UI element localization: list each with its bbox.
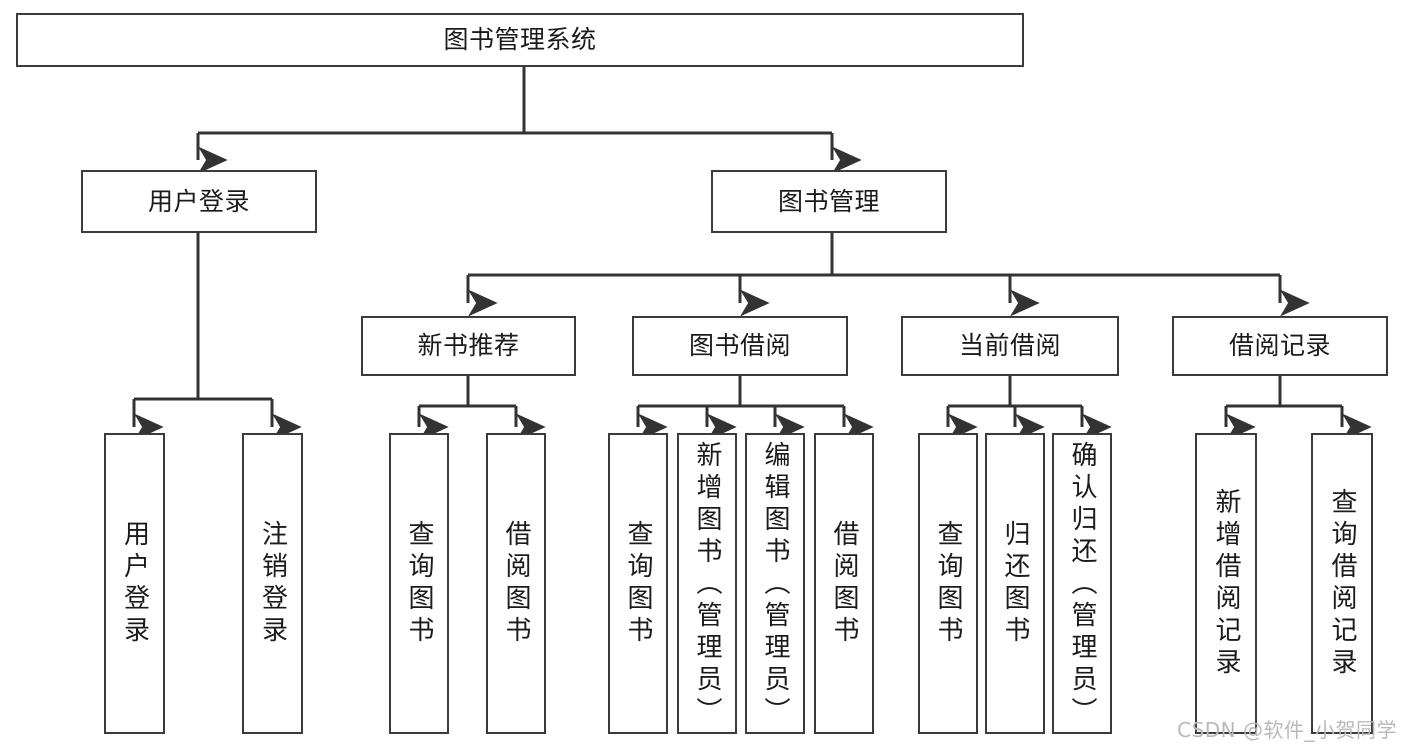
node-root[interactable]: 图书管理系统 — [16, 13, 1024, 67]
node-leaf-query-book-1[interactable]: 查询图书 — [389, 433, 449, 734]
node-book-manage-label: 图书管理 — [777, 186, 880, 216]
node-book-borrow[interactable]: 图书借阅 — [632, 316, 848, 376]
node-leaf-query-book-3[interactable]: 查询图书 — [918, 433, 978, 734]
node-leaf-query-record-label: 查询借阅记录 — [1327, 487, 1357, 680]
node-leaf-query-book-2[interactable]: 查询图书 — [608, 433, 668, 734]
node-leaf-add-book-label: 新增图书（管理员） — [692, 441, 722, 729]
node-leaf-add-record-label: 新增借阅记录 — [1211, 487, 1241, 680]
node-book-manage[interactable]: 图书管理 — [711, 170, 947, 233]
node-leaf-logout-login[interactable]: 注销登录 — [242, 433, 303, 734]
node-leaf-query-book-3-label: 查询图书 — [933, 519, 963, 648]
node-borrow-record-label: 借阅记录 — [1228, 331, 1331, 360]
node-leaf-edit-book-label: 编辑图书（管理员） — [760, 441, 790, 729]
node-current-borrow[interactable]: 当前借阅 — [901, 316, 1119, 376]
watermark: CSDN @软件_小贺同学 — [1177, 718, 1397, 742]
node-book-borrow-label: 图书借阅 — [688, 331, 791, 360]
node-leaf-return-book[interactable]: 归还图书 — [985, 433, 1045, 734]
node-leaf-confirm-return[interactable]: 确认归还（管理员） — [1052, 433, 1112, 734]
node-new-book-recommend[interactable]: 新书推荐 — [361, 316, 576, 376]
node-leaf-add-record[interactable]: 新增借阅记录 — [1195, 433, 1257, 734]
node-current-borrow-label: 当前借阅 — [958, 331, 1061, 360]
node-leaf-query-record[interactable]: 查询借阅记录 — [1311, 433, 1373, 734]
node-user-login[interactable]: 用户登录 — [81, 170, 317, 233]
node-leaf-query-book-1-label: 查询图书 — [404, 519, 434, 648]
node-borrow-record[interactable]: 借阅记录 — [1172, 316, 1388, 376]
node-leaf-borrow-book-2-label: 借阅图书 — [829, 519, 859, 648]
node-leaf-borrow-book-2[interactable]: 借阅图书 — [814, 433, 874, 734]
node-user-login-label: 用户登录 — [147, 186, 250, 216]
node-leaf-confirm-return-label: 确认归还（管理员） — [1067, 441, 1097, 729]
node-leaf-edit-book[interactable]: 编辑图书（管理员） — [745, 433, 805, 734]
node-leaf-user-login[interactable]: 用户登录 — [104, 433, 165, 734]
node-leaf-borrow-book-1-label: 借阅图书 — [501, 519, 531, 648]
node-leaf-add-book[interactable]: 新增图书（管理员） — [677, 433, 737, 734]
node-leaf-logout-login-label: 注销登录 — [257, 519, 288, 648]
node-root-label: 图书管理系统 — [443, 25, 597, 54]
node-leaf-query-book-2-label: 查询图书 — [623, 519, 653, 648]
node-leaf-return-book-label: 归还图书 — [1000, 519, 1030, 648]
node-leaf-borrow-book-1[interactable]: 借阅图书 — [486, 433, 546, 734]
node-new-book-recommend-label: 新书推荐 — [417, 331, 520, 360]
node-leaf-user-login-label: 用户登录 — [119, 519, 150, 648]
